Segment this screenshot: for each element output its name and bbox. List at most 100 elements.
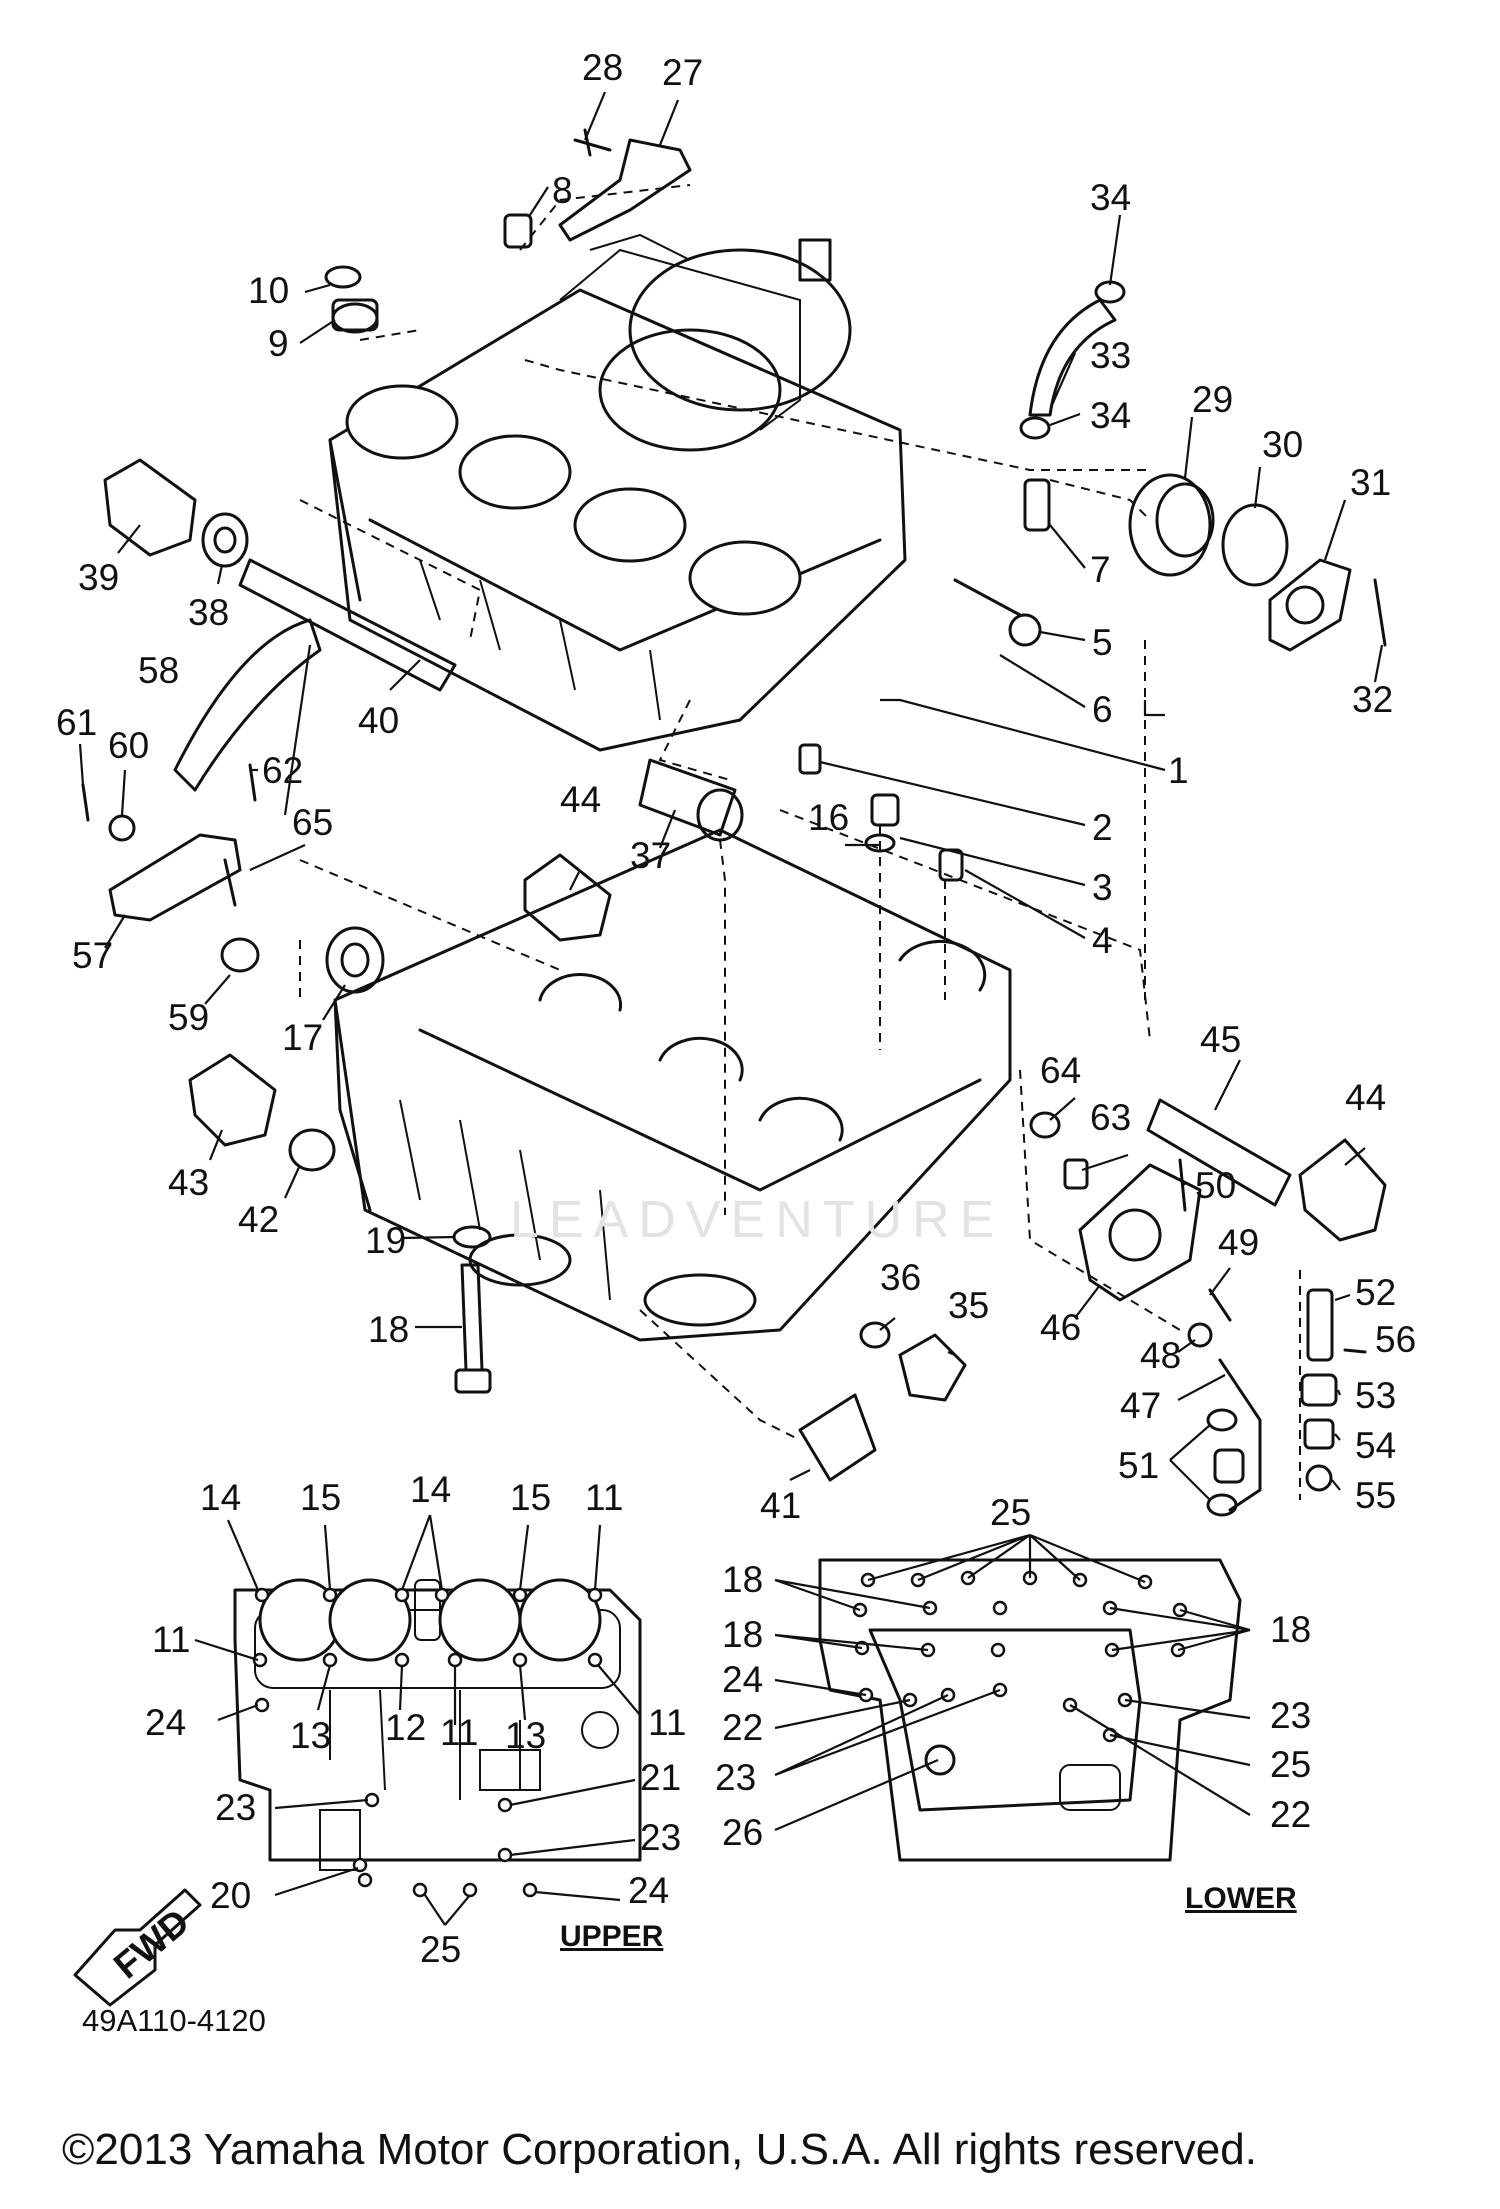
- callout-64: 64: [1040, 1050, 1081, 1091]
- callout-60: 60: [108, 725, 149, 766]
- callout-42: 42: [238, 1199, 279, 1240]
- callout-37: 37: [630, 835, 671, 876]
- cylinder-bore-2: [458, 434, 572, 510]
- callout-23a: 23: [215, 1787, 256, 1828]
- forward-arrow-icon: FWD: [73, 1888, 202, 2007]
- callout-35: 35: [948, 1285, 989, 1326]
- leader-lines-main: [78, 91, 1384, 1501]
- callout-53: 53: [1355, 1375, 1396, 1416]
- callout-20: 20: [210, 1875, 251, 1916]
- callout-13a: 13: [290, 1715, 331, 1756]
- callout-47: 47: [1120, 1385, 1161, 1426]
- callout-23b: 23: [640, 1817, 681, 1858]
- callout-55: 55: [1355, 1475, 1396, 1516]
- callout-7: 7: [1090, 549, 1111, 590]
- callout-15a: 15: [300, 1477, 341, 1518]
- callout-38: 38: [188, 592, 229, 633]
- callout-52: 52: [1355, 1272, 1396, 1313]
- callout-14b: 14: [410, 1469, 451, 1510]
- callout-27: 27: [662, 52, 703, 93]
- callout-16: 16: [808, 797, 849, 838]
- callout-24c: 24: [722, 1659, 763, 1700]
- callout-62: 62: [262, 750, 303, 791]
- copyright-notice: ©2013 Yamaha Motor Corporation, U.S.A. A…: [62, 2125, 1257, 2174]
- callout-31: 31: [1350, 462, 1391, 503]
- callout-2: 2: [1092, 807, 1113, 848]
- callout-32: 32: [1352, 679, 1393, 720]
- callout-58: 58: [138, 650, 179, 691]
- callout-9: 9: [268, 323, 289, 364]
- callout-41: 41: [760, 1485, 801, 1526]
- callout-46: 46: [1040, 1307, 1081, 1348]
- lower-crankcase: [333, 828, 1012, 1342]
- callout-8: 8: [552, 170, 573, 211]
- callout-25c: 25: [1270, 1744, 1311, 1785]
- watermark: LEADVENTURE: [510, 1191, 1005, 1249]
- upper-crankcase: [328, 233, 907, 752]
- callout-19: 19: [365, 1220, 406, 1261]
- callout-11c: 11: [440, 1712, 478, 1753]
- callout-numbers: 28 27 8 10 9 39 38 40 58 61 60 62 65 57 …: [56, 47, 1416, 1970]
- callout-11d: 11: [648, 1702, 686, 1743]
- callout-15b: 15: [510, 1477, 551, 1518]
- lower-panel-label: LOWER: [1185, 1882, 1297, 1915]
- callout-59: 59: [168, 997, 209, 1038]
- cylinder-bore-3: [573, 487, 687, 563]
- callout-18b: 18: [722, 1614, 763, 1655]
- callout-24b: 24: [628, 1870, 669, 1911]
- cylinder-bore-1: [345, 384, 459, 460]
- callout-30: 30: [1262, 424, 1303, 465]
- callout-18a: 18: [722, 1559, 763, 1600]
- callout-24a: 24: [145, 1702, 186, 1743]
- callout-26: 26: [722, 1812, 763, 1853]
- callout-54: 54: [1355, 1425, 1396, 1466]
- callout-25a: 25: [420, 1929, 461, 1970]
- callout-22b: 22: [1270, 1794, 1311, 1835]
- callout-56: 56: [1375, 1319, 1416, 1360]
- callout-12: 12: [385, 1707, 426, 1748]
- callout-44a: 44: [560, 779, 601, 820]
- upper-panel-label: UPPER: [560, 1920, 664, 1953]
- callout-34a: 34: [1090, 177, 1131, 218]
- callout-21: 21: [640, 1757, 681, 1798]
- callout-61: 61: [56, 702, 97, 743]
- callout-17: 17: [282, 1017, 323, 1058]
- callout-22a: 22: [722, 1707, 763, 1748]
- callout-28: 28: [582, 47, 623, 88]
- callout-65: 65: [292, 802, 333, 843]
- callout-3: 3: [1092, 867, 1113, 908]
- cylinder-bore-4: [688, 540, 802, 616]
- callout-6: 6: [1092, 689, 1113, 730]
- callout-18c: 18: [1270, 1609, 1311, 1650]
- callout-5: 5: [1092, 622, 1113, 663]
- callout-23c: 23: [1270, 1695, 1311, 1736]
- callout-4: 4: [1092, 920, 1113, 961]
- callout-50: 50: [1195, 1165, 1236, 1206]
- callout-10: 10: [248, 270, 289, 311]
- assembly-dash-lines: [299, 184, 1301, 1500]
- callout-18: 18: [368, 1309, 409, 1350]
- callout-63: 63: [1090, 1097, 1131, 1138]
- callout-23d: 23: [715, 1757, 756, 1798]
- callout-40: 40: [358, 700, 399, 741]
- callout-43: 43: [168, 1162, 209, 1203]
- small-parts: [81, 128, 1387, 1517]
- callout-33: 33: [1090, 335, 1131, 376]
- lower-inset: [774, 1533, 1251, 1862]
- callout-11a: 11: [585, 1477, 623, 1518]
- callout-14a: 14: [200, 1477, 241, 1518]
- callout-11b: 11: [152, 1619, 190, 1660]
- callout-25b: 25: [990, 1492, 1031, 1533]
- callout-39: 39: [78, 557, 119, 598]
- callout-1: 1: [1168, 750, 1189, 791]
- callout-49: 49: [1218, 1222, 1259, 1263]
- callout-44b: 44: [1345, 1077, 1386, 1118]
- callout-51: 51: [1118, 1445, 1159, 1486]
- callout-48: 48: [1140, 1335, 1181, 1376]
- diagram-code: 49A110-4120: [82, 2003, 266, 2038]
- callout-36: 36: [880, 1257, 921, 1298]
- callout-34b: 34: [1090, 395, 1131, 436]
- callout-13b: 13: [505, 1715, 546, 1756]
- callout-45: 45: [1200, 1019, 1241, 1060]
